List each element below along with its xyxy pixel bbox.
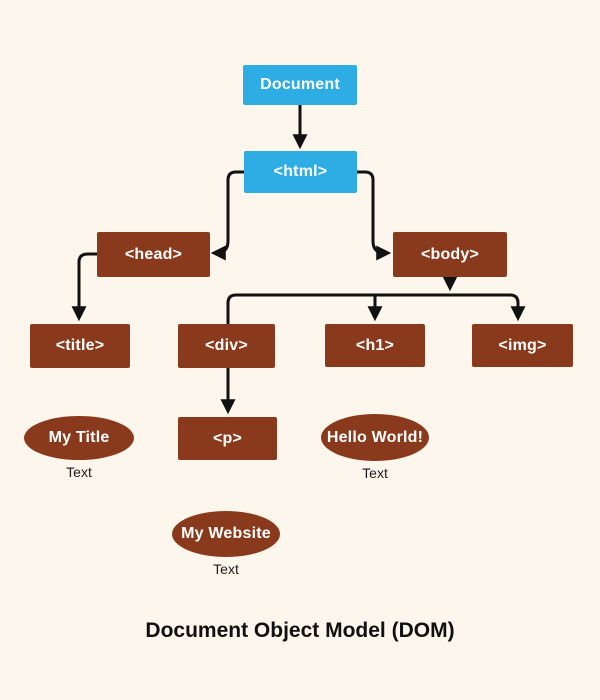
edge-bar-div-p — [220, 293, 510, 415]
edge-bar-img — [450, 293, 526, 322]
edge-html-body — [357, 170, 392, 261]
node-p: <p> — [178, 417, 277, 460]
edge-head-title — [71, 252, 97, 322]
node-img: <img> — [472, 324, 573, 367]
node-head: <head> — [97, 232, 210, 277]
node-h1: <h1> — [325, 324, 425, 367]
text-node-my-website: My Website — [172, 511, 280, 557]
text-node-hello-world-type: Text — [362, 465, 388, 481]
text-node-my-title: My Title — [24, 416, 134, 460]
edge-html-head — [210, 170, 244, 261]
node-div: <div> — [178, 324, 275, 368]
diagram-caption: Document Object Model (DOM) — [145, 619, 455, 642]
text-node-my-website-type: Text — [213, 561, 239, 577]
node-title: <title> — [30, 324, 130, 368]
text-node-hello-world: Hello World! — [321, 414, 429, 461]
node-body: <body> — [393, 232, 507, 277]
node-html: <html> — [244, 151, 357, 193]
text-node-my-title-type: Text — [66, 464, 92, 480]
node-document: Document — [243, 65, 357, 105]
